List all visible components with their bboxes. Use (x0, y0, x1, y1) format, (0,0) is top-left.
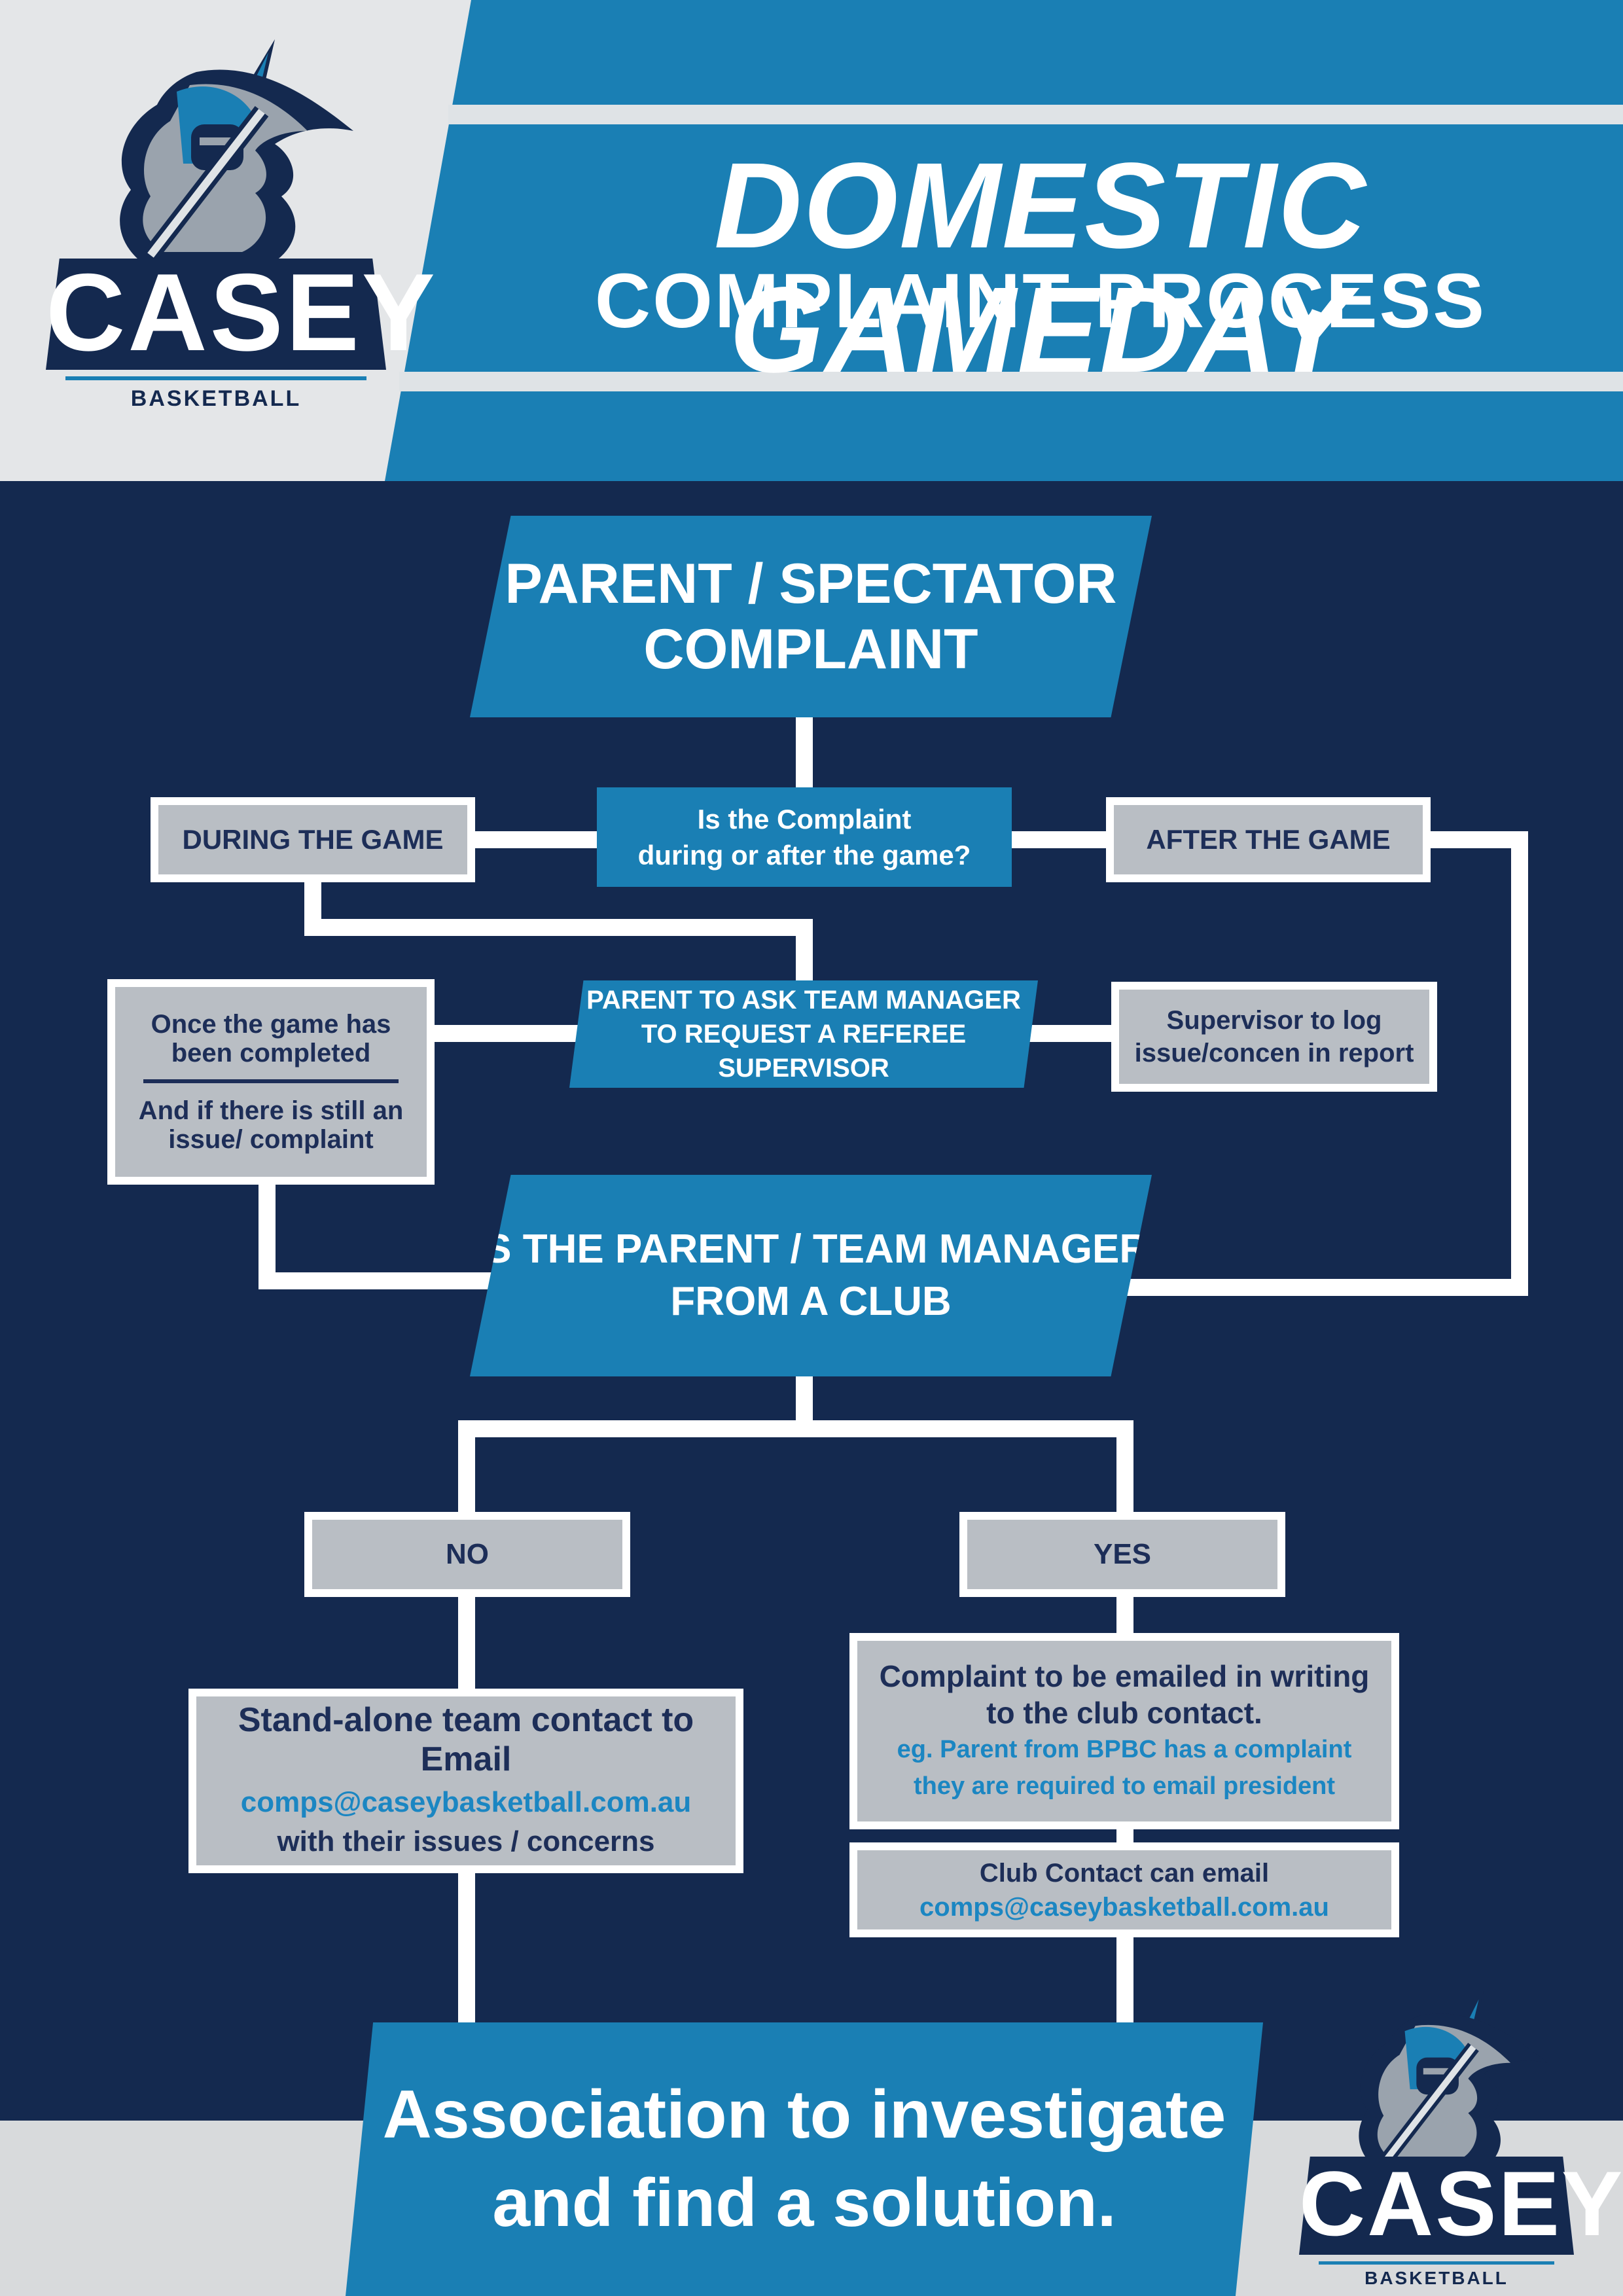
final-line-2: and find a solution. (492, 2165, 1116, 2241)
connector-question-during (471, 831, 599, 848)
start-complaint-box: PARENT / SPECTATOR COMPLAINT (470, 516, 1152, 717)
final-outcome-box: Association to investigate and find a so… (346, 2022, 1263, 2296)
connector-standalone-final (458, 1865, 475, 2026)
club-contact-email-link[interactable]: comps@caseybasketball.com.au (919, 1892, 1329, 1922)
club-email-box: Complaint to be emailed in writing to th… (849, 1633, 1399, 1829)
connector-to-ask-manager (796, 919, 813, 988)
ask-manager-line-1: PARENT TO ASK TEAM MANAGER (586, 986, 1021, 1014)
during-game-label: DURING THE GAME (182, 824, 444, 855)
still-issue-line-1: And if there is still an (138, 1096, 404, 1125)
connector-once-to-club (259, 1272, 494, 1289)
connector-ask-to-supervisor (1027, 1025, 1119, 1042)
header-blue-panel (385, 0, 1623, 481)
no-box: NO (304, 1512, 630, 1597)
connector-once-down (259, 1178, 276, 1289)
after-game-label: AFTER THE GAME (1146, 824, 1391, 855)
connector-yes-final (1116, 1931, 1133, 2026)
logo-wordmark-plate (46, 259, 386, 370)
once-divider (143, 1079, 399, 1083)
supervisor-log-box: Supervisor to log issue/concen in report (1111, 982, 1437, 1092)
club-contact-line-1: Club Contact can email (979, 1858, 1270, 1888)
question-box: Is the Complaint during or after the gam… (597, 787, 1012, 887)
standalone-contact-box: Stand-alone team contact to Email comps@… (188, 1689, 743, 1873)
logo-subtext: BASKETBALL (130, 386, 302, 411)
header-stripe-top (448, 105, 1623, 124)
from-club-line-2: FROM A CLUB (670, 1279, 952, 1324)
after-game-box: AFTER THE GAME (1106, 797, 1431, 882)
connector-yes-down (1116, 1590, 1133, 1640)
connector-to-no (458, 1420, 475, 1518)
connector-during-across (304, 919, 813, 936)
start-line-2: COMPLAINT (643, 618, 978, 681)
connector-start-question (796, 715, 813, 791)
standalone-email-link[interactable]: comps@caseybasketball.com.au (240, 1786, 692, 1818)
connector-branch (458, 1420, 1133, 1437)
page-subtitle: COMPLAINT PROCESS (594, 258, 1487, 344)
logo-underline (1319, 2261, 1554, 2265)
club-email-line-2: to the club contact. (986, 1696, 1262, 1730)
header-banner: DOMESTIC GAMEDAY COMPLAINT PROCESS CASEY… (0, 0, 1623, 481)
connector-no-down (458, 1590, 475, 1698)
page-title: DOMESTIC GAMEDAY (714, 138, 1367, 398)
knight-mascot-icon (120, 39, 353, 269)
still-issue-line-2: issue/ complaint (168, 1125, 374, 1154)
casey-logo-bottom: CASEY BASKETBALL (1299, 1983, 1623, 2296)
knight-mascot-icon (1359, 1988, 1548, 2174)
ask-team-manager-box: PARENT TO ASK TEAM MANAGER TO REQUEST A … (569, 980, 1038, 1088)
once-line-1: Once the game has (151, 1010, 391, 1039)
connector-after-right (1420, 831, 1528, 848)
final-line-1: Association to investigate (382, 2077, 1226, 2153)
logo-underline (65, 376, 366, 380)
connector-question-after (1011, 831, 1109, 848)
supervisor-line-1: Supervisor to log (1166, 1006, 1382, 1035)
club-email-line-1: Complaint to be emailed in writing (879, 1659, 1370, 1693)
club-email-example-2: they are required to email president (913, 1772, 1336, 1800)
connector-to-yes (1116, 1420, 1133, 1518)
supervisor-line-2: issue/concen in report (1134, 1039, 1414, 1067)
club-contact-box: Club Contact can email comps@caseybasket… (849, 1842, 1399, 1937)
logo-wordmark: CASEY (46, 251, 438, 374)
ask-manager-line-2: TO REQUEST A REFEREE SUPERVISOR (641, 1020, 967, 1083)
connector-after-down (1511, 831, 1528, 1296)
yes-box: YES (959, 1512, 1285, 1597)
standalone-tail: with their issues / concerns (277, 1825, 655, 1857)
standalone-heading: Stand-alone team contact to Email (238, 1701, 694, 1778)
once-completed-box: Once the game has been completed And if … (107, 979, 435, 1185)
question-line-1: Is the Complaint (697, 804, 912, 834)
connector-after-to-club (1126, 1279, 1528, 1296)
from-club-box: IS THE PARENT / TEAM MANAGER FROM A CLUB (470, 1175, 1152, 1376)
question-line-2: during or after the game? (637, 840, 971, 870)
logo-wordmark-plate (1299, 2157, 1574, 2255)
connector-ask-to-once (429, 1025, 586, 1042)
yes-label: YES (1093, 1538, 1152, 1570)
club-email-example-1: eg. Parent from BPBC has a complaint (897, 1736, 1352, 1763)
header-stripe-bottom (399, 372, 1623, 391)
once-line-2: been completed (171, 1039, 371, 1067)
from-club-line-1: IS THE PARENT / TEAM MANAGER (473, 1227, 1149, 1272)
during-game-box: DURING THE GAME (151, 797, 475, 882)
start-line-1: PARENT / SPECTATOR (505, 552, 1117, 615)
no-label: NO (446, 1538, 489, 1570)
casey-logo-top: CASEY BASKETBALL (46, 33, 438, 425)
logo-subtext: BASKETBALL (1364, 2268, 1508, 2288)
logo-wordmark: CASEY (1299, 2152, 1623, 2255)
